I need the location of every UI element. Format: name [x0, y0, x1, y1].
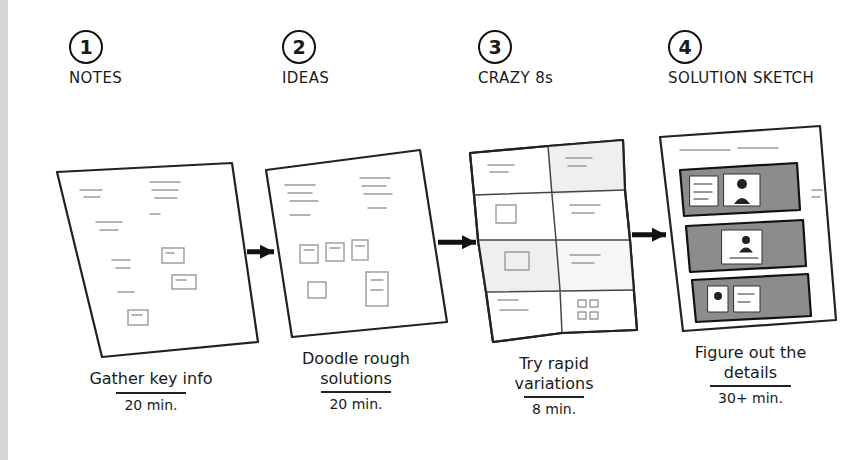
crazy-eights-sheet-part — [470, 140, 637, 342]
step-caption-block: Figure out the details 30+ min. — [668, 343, 833, 407]
solution-sheet-part — [660, 126, 836, 331]
solution-sheet-part — [692, 274, 811, 322]
solution-sheet-part — [708, 286, 728, 312]
crazy-eights-sheet-part — [470, 140, 637, 342]
step-caption: Gather key info — [57, 369, 245, 389]
step-duration: 20 min. — [321, 391, 390, 412]
solution-sheet-part — [724, 174, 760, 206]
notes-sheet-part-part — [172, 275, 196, 289]
sheet-area — [668, 126, 833, 331]
solution-sheet-part — [742, 236, 750, 244]
solution-sheet-part — [686, 220, 806, 272]
step-title: NOTES — [69, 69, 245, 87]
solution-sheet-part — [730, 248, 758, 258]
step-number: 1 — [69, 30, 103, 64]
step-caption: Doodle rough solutions — [276, 349, 436, 388]
step-sheet: 1NOTES Gather key info 20 min. — [57, 30, 245, 414]
ideas-sheet-part-part — [326, 243, 344, 261]
step-sheet: 2IDEAS Doodle rough solutions 20 min. — [276, 30, 436, 413]
flow-arrow — [247, 249, 274, 254]
crazy-eights-sheet-part-part — [578, 312, 586, 319]
solution-sheet-part — [737, 179, 747, 189]
step-sheet: 4SOLUTION SKETCH Figure out the details 30… — [668, 30, 833, 407]
ideas-sheet-part — [285, 178, 392, 306]
notes-sheet-part-part — [80, 182, 180, 292]
sheet-area — [478, 140, 630, 342]
step-heading: 4SOLUTION SKETCH — [668, 30, 833, 87]
solution-sheet-part — [680, 163, 800, 216]
flow-arrow — [438, 240, 476, 245]
crazy-eights-sheet-part-part — [570, 255, 600, 263]
step-duration: 8 min. — [524, 396, 584, 417]
ideas-sheet-part-part — [308, 282, 326, 298]
notes-sheet — [57, 163, 258, 357]
notes-sheet-part — [57, 163, 258, 357]
solution-sheet-part — [690, 176, 718, 206]
solution-sheet-part — [722, 230, 762, 264]
crazy-eights-sheet-part-part — [590, 300, 598, 307]
crazy-eights-sheet-part-part — [505, 252, 529, 270]
crazy-eights-sheet-part-part — [496, 205, 516, 223]
crazy-eights-sheet-part-part — [578, 300, 586, 307]
solution-sheet-part — [734, 286, 760, 312]
step-number: 2 — [282, 30, 316, 64]
step-heading: 3CRAZY 8s — [478, 30, 630, 87]
sheet-area — [276, 150, 436, 337]
ideas-sheet-part-part — [304, 246, 383, 290]
solution-sheet-part — [714, 292, 722, 300]
step-caption: Figure out the details — [668, 343, 833, 382]
step-title: IDEAS — [282, 69, 436, 87]
ideas-sheet-part-part — [366, 272, 388, 306]
photo-edge — [0, 0, 8, 460]
crazy-eights-sheet-part — [548, 140, 625, 195]
step-duration: 20 min. — [116, 392, 185, 413]
notes-sheet-part-part — [128, 310, 148, 325]
solution-sheet-part — [734, 198, 750, 204]
step-duration: 30+ min. — [710, 385, 791, 406]
step-caption-block: Gather key info 20 min. — [57, 369, 245, 414]
crazy-eights-sheet-part-part — [488, 158, 600, 310]
crazy-eights-sheet-part — [556, 240, 634, 290]
notes-sheet-part — [80, 182, 196, 325]
crazy-eights-sheet-part — [478, 240, 560, 292]
step-number: 4 — [668, 30, 702, 64]
step-caption: Try rapid variations — [478, 354, 630, 393]
crazy-eights-sheet-part-part — [590, 312, 598, 319]
solution-sheet — [660, 126, 836, 331]
step-sheet: 3CRAZY 8s Try rapid variations 8 min. — [478, 30, 630, 418]
step-title: SOLUTION SKETCH — [668, 69, 833, 87]
notes-sheet-part-part — [132, 253, 186, 315]
step-heading: 1NOTES — [57, 30, 245, 87]
ideas-sheet-part-part — [352, 240, 368, 260]
solution-sheet-part — [738, 294, 754, 302]
flow-arrow — [632, 232, 666, 237]
step-heading: 2IDEAS — [276, 30, 436, 87]
ideas-sheet — [266, 150, 447, 337]
sheet-area — [57, 163, 245, 357]
step-caption-block: Doodle rough solutions 20 min. — [276, 349, 436, 413]
ideas-sheet-part-part — [285, 178, 392, 215]
step-title: CRAZY 8s — [478, 69, 630, 87]
step-number: 3 — [478, 30, 512, 64]
crazy-eights-sheet-part — [474, 146, 634, 333]
ideas-sheet-part — [266, 150, 447, 337]
notes-sheet-part-part — [162, 248, 184, 263]
solution-sheet-part — [694, 184, 712, 199]
ideas-sheet-part-part — [300, 245, 318, 263]
crazy-eights-sheet — [470, 140, 637, 342]
crazy-eights-sheet-part — [488, 158, 600, 319]
step-caption-block: Try rapid variations 8 min. — [478, 354, 630, 418]
